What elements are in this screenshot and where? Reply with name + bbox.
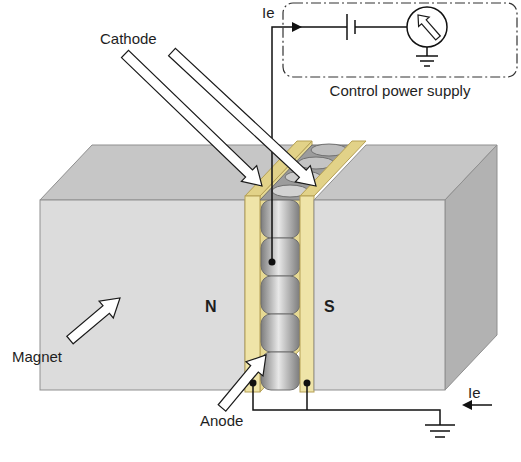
- supply-frame: Control power supply: [282, 2, 518, 101]
- caption-holder: Control power supply: [282, 82, 518, 99]
- hollow-arrow: [169, 48, 316, 186]
- part-label: Magnet: [12, 348, 62, 365]
- part-label: Anode: [200, 412, 243, 429]
- pole-label: N: [205, 298, 217, 315]
- hollow-arrow: [418, 15, 440, 40]
- circuit-wires: [253, 7, 492, 437]
- dash-dot-outline: [282, 2, 518, 80]
- hollow-arrow: [218, 355, 266, 411]
- frame-caption: Control power supply: [282, 82, 518, 99]
- hollow-arrow: [67, 298, 120, 344]
- part-label: Cathode: [100, 30, 157, 47]
- right-magnet: [314, 145, 497, 390]
- dash-dot-outline: [283, 3, 517, 77]
- pole-label: S: [324, 298, 335, 315]
- current-label: Ie: [468, 384, 481, 401]
- terminal-dots: [250, 259, 311, 387]
- current-label: Ie: [262, 4, 275, 21]
- current-arrowheads: [292, 22, 472, 410]
- pointer-arrows: [67, 15, 441, 411]
